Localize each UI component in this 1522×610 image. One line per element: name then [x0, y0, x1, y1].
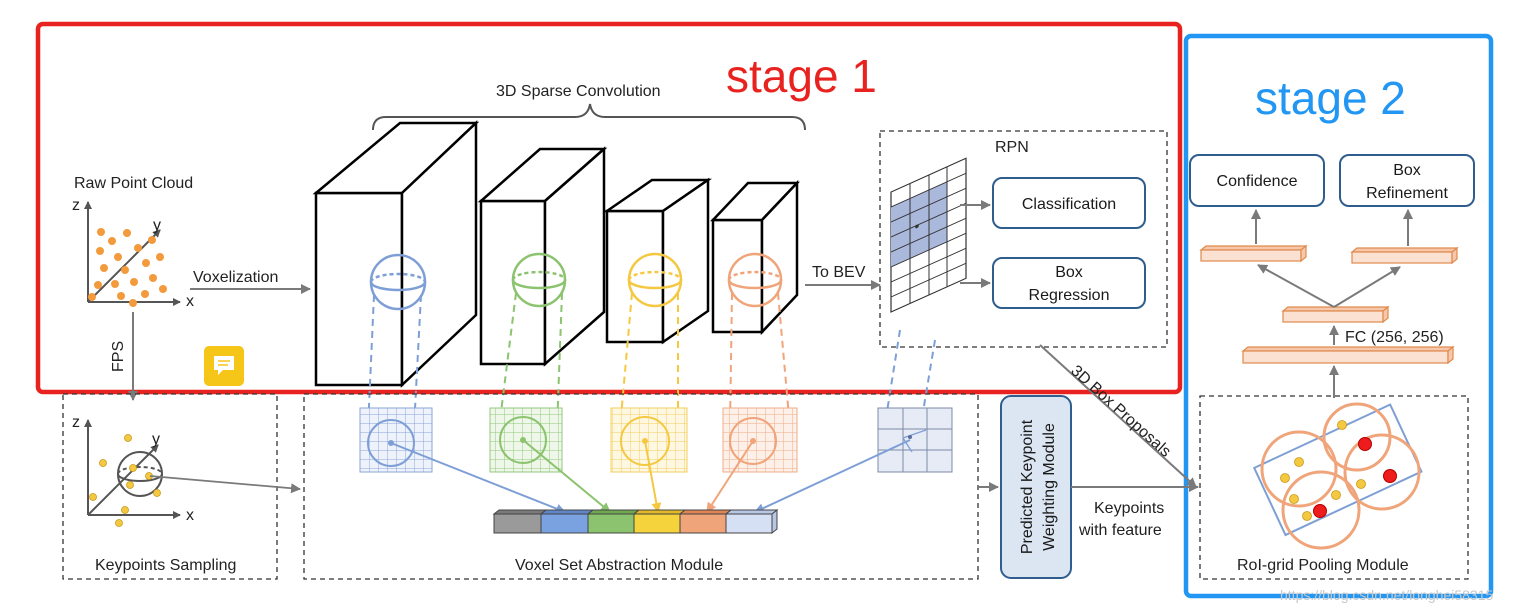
- stage1-label: stage 1: [726, 50, 877, 102]
- vsa-feature-bar: [492, 508, 779, 535]
- sphere-green: [511, 252, 567, 308]
- roi-grid-visual: [1252, 402, 1423, 550]
- box-refinement-text-1: Box: [1393, 162, 1421, 179]
- blue-grid-arrow: [390, 442, 566, 514]
- fc-bars: [1199, 244, 1459, 365]
- box-refinement-box: [1339, 154, 1475, 207]
- conv-block-4: [710, 179, 800, 336]
- sphere-blue: [369, 253, 427, 311]
- kp-axis-x-label: x: [186, 507, 194, 524]
- box-proposals-label: 3D Box Proposals: [1067, 362, 1174, 460]
- axis-y-label: y: [153, 217, 161, 234]
- roi-pool-label: RoI-grid Pooling Module: [1237, 557, 1409, 574]
- vsa-frame: [303, 393, 979, 580]
- fps-label: FPS: [110, 341, 127, 372]
- axis-z-label: z: [72, 197, 80, 214]
- bev-grid-arrow: [754, 439, 911, 513]
- vsa-label: Voxel Set Abstraction Module: [515, 557, 723, 574]
- stage2-frame: [1183, 33, 1494, 599]
- sphere-yellow: [627, 252, 683, 308]
- keypoints: [89, 434, 161, 527]
- orange-grid-arrow: [706, 440, 754, 513]
- comment-icon[interactable]: [204, 346, 244, 386]
- fc-label: FC (256, 256): [1345, 329, 1444, 346]
- keypoints-sampling-frame: [62, 393, 278, 580]
- keypoints-to-vsa-arrow: [149, 475, 301, 494]
- confidence-box: [1189, 154, 1325, 207]
- classification-box: [992, 177, 1146, 229]
- pkw-text-2: Weighting Module: [1041, 423, 1058, 551]
- roi-pool-frame: [1199, 395, 1469, 580]
- sparse-conv-label: 3D Sparse Convolution: [496, 83, 661, 100]
- grid-bev: [877, 407, 953, 473]
- grid-blue: [359, 407, 433, 473]
- to-bev-label: To BEV: [812, 264, 866, 281]
- raw-points: [88, 228, 167, 307]
- conv-block-2: [477, 146, 608, 367]
- classification-text: Classification: [1022, 196, 1116, 213]
- kp-feature-text-2: with feature: [1078, 522, 1162, 539]
- pkw-text-1: Predicted Keypoint: [1019, 419, 1036, 554]
- yellow-grid-arrow: [644, 440, 662, 513]
- box-regression-text-2: Regression: [1029, 287, 1110, 304]
- axis-x-label: x: [186, 293, 194, 310]
- confidence-text: Confidence: [1217, 173, 1298, 190]
- keypoint-sphere: [117, 451, 163, 497]
- projection-lines: [367, 292, 936, 431]
- kp-axis-y-label: y: [152, 431, 160, 448]
- box-regression-text-1: Box: [1055, 264, 1083, 281]
- box-refinement-text-2: Refinement: [1366, 185, 1448, 202]
- voxelization-label: Voxelization: [193, 269, 278, 286]
- sparse-conv-brace: [372, 103, 806, 131]
- stage1-frame: [35, 21, 1183, 395]
- grid-orange: [722, 407, 798, 473]
- kp-axis-z-label: z: [72, 414, 80, 431]
- keypoints-axes: [84, 419, 181, 519]
- stage2-label: stage 2: [1255, 72, 1406, 124]
- keypoints-sampling-label: Keypoints Sampling: [95, 557, 236, 574]
- conv-block-3: [602, 177, 713, 345]
- rpn-label: RPN: [995, 139, 1029, 156]
- box-regression-box: [992, 257, 1146, 309]
- sphere-orange: [727, 252, 783, 308]
- bev-feature-map: [890, 157, 967, 313]
- kp-feature-text-1: Keypoints: [1094, 500, 1164, 517]
- green-grid-arrow: [522, 439, 611, 513]
- watermark: https://blog.csdn.net/longhei58315: [1280, 587, 1493, 603]
- stage2-arrows: [1251, 209, 1413, 398]
- pkw-box: [1000, 395, 1072, 579]
- raw-point-cloud-label: Raw Point Cloud: [74, 175, 193, 192]
- box-proposals-arrow: [1039, 344, 1197, 488]
